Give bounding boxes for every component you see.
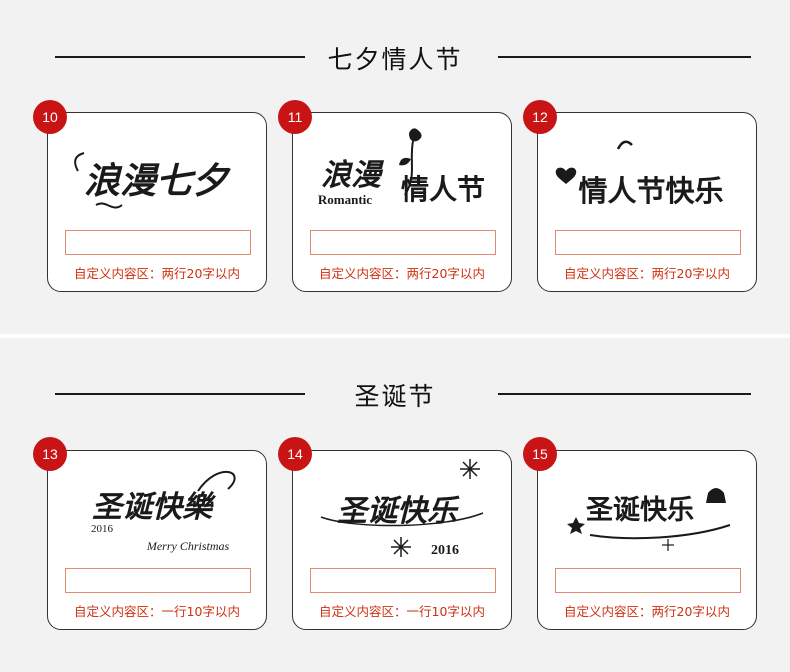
art-text: 圣诞快樂 bbox=[92, 490, 216, 525]
calligraphy-art: 圣诞快樂 2016 Merry Christmas bbox=[48, 451, 266, 566]
custom-content-note: 自定义内容区：两行20字以内 bbox=[564, 604, 730, 619]
section-divider bbox=[0, 334, 790, 338]
heart-icon bbox=[555, 167, 577, 184]
number-badge: 13 bbox=[33, 437, 67, 471]
section-title-qixi: 七夕情人节 bbox=[327, 45, 463, 74]
heading-rule-right bbox=[498, 56, 751, 58]
art-year: 2016 bbox=[91, 523, 114, 535]
custom-content-input[interactable] bbox=[310, 568, 496, 593]
custom-content-input[interactable] bbox=[65, 568, 251, 593]
custom-content-note: 自定义内容区：一行10字以内 bbox=[74, 604, 240, 619]
custom-content-input[interactable] bbox=[65, 230, 251, 255]
heading-rule-left bbox=[55, 56, 305, 58]
snowflake-icon bbox=[662, 539, 674, 551]
custom-content-note: 自定义内容区：两行20字以内 bbox=[319, 266, 485, 281]
custom-content-input[interactable] bbox=[555, 230, 741, 255]
art-subtitle: Romantic bbox=[318, 192, 372, 207]
heading-rule-left bbox=[55, 393, 305, 395]
bell-icon bbox=[706, 488, 726, 503]
art-subtitle: Merry Christmas bbox=[146, 539, 230, 553]
calligraphy-art: 浪漫七夕 bbox=[48, 113, 266, 228]
rose-icon bbox=[399, 128, 422, 196]
art-text-2: 情人节 bbox=[401, 173, 485, 206]
number-badge: 15 bbox=[523, 437, 557, 471]
art-text: 情人节快乐 bbox=[578, 174, 723, 208]
snowflake-icon bbox=[391, 537, 411, 557]
custom-content-note: 自定义内容区：一行10字以内 bbox=[319, 604, 485, 619]
calligraphy-art: 情人节快乐 bbox=[538, 113, 756, 228]
star-icon bbox=[567, 517, 585, 534]
art-text: 圣诞快乐 bbox=[586, 495, 694, 526]
number-badge: 11 bbox=[278, 100, 312, 134]
calligraphy-art: 圣诞快乐 bbox=[538, 451, 756, 566]
custom-content-input[interactable] bbox=[310, 230, 496, 255]
custom-content-input[interactable] bbox=[555, 568, 741, 593]
design-card[interactable]: 圣诞快樂 2016 Merry Christmas 自定义内容区：一行10字以内 bbox=[47, 450, 267, 630]
number-badge: 10 bbox=[33, 100, 67, 134]
art-year: 2016 bbox=[431, 543, 459, 558]
calligraphy-art: 圣诞快乐 2016 bbox=[293, 451, 511, 566]
design-card[interactable]: 圣诞快乐 2016 自定义内容区：一行10字以内 bbox=[292, 450, 512, 630]
design-card[interactable]: 圣诞快乐 自定义内容区：两行20字以内 bbox=[537, 450, 757, 630]
section-title-christmas: 圣诞节 bbox=[354, 382, 436, 411]
calligraphy-art: 浪漫 Romantic 情人节 bbox=[293, 113, 511, 228]
heading-rule-right bbox=[498, 393, 751, 395]
custom-content-note: 自定义内容区：两行20字以内 bbox=[564, 266, 730, 281]
number-badge: 14 bbox=[278, 437, 312, 471]
number-badge: 12 bbox=[523, 100, 557, 134]
design-card[interactable]: 浪漫七夕 自定义内容区：两行20字以内 bbox=[47, 112, 267, 292]
custom-content-note: 自定义内容区：两行20字以内 bbox=[74, 266, 240, 281]
art-text: 浪漫七夕 bbox=[84, 160, 231, 202]
snowflake-icon bbox=[460, 459, 480, 479]
art-text: 浪漫 bbox=[321, 158, 385, 193]
design-card[interactable]: 情人节快乐 自定义内容区：两行20字以内 bbox=[537, 112, 757, 292]
design-card[interactable]: 浪漫 Romantic 情人节 自定义内容区：两行20字以内 bbox=[292, 112, 512, 292]
